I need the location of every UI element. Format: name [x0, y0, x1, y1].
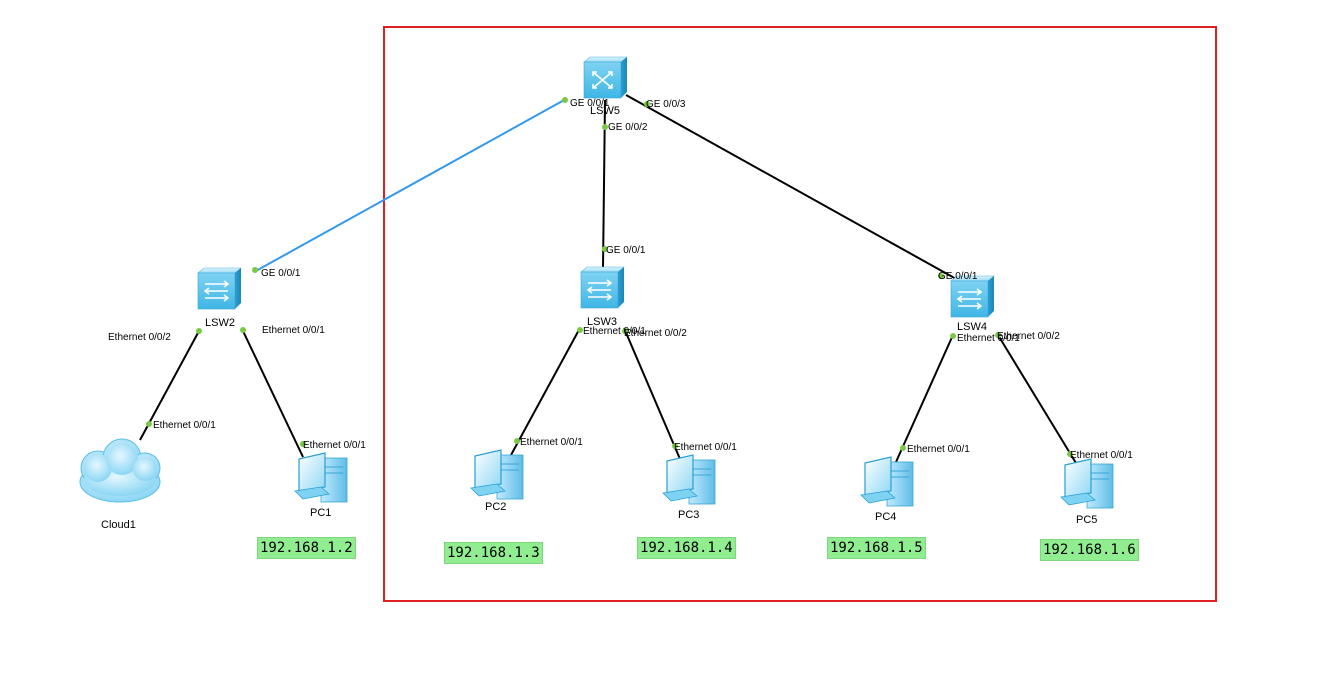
port-label: Ethernet 0/0/1 [907, 444, 970, 455]
port-label: Ethernet 0/0/1 [520, 437, 583, 448]
port-label: GE 0/0/3 [646, 99, 686, 110]
core-switch-icon [592, 71, 613, 89]
pc-icon [470, 449, 524, 500]
pc-pc4[interactable] [860, 456, 914, 507]
switch-lsw3[interactable] [580, 266, 625, 309]
cloud-cloud1[interactable] [79, 438, 161, 503]
pc-pc3[interactable] [662, 454, 716, 505]
pc-icon [294, 452, 348, 503]
port-label: GE 0/0/1 [938, 271, 978, 282]
device-label-pc3: PC3 [678, 509, 699, 521]
switch-lsw4[interactable] [950, 275, 995, 318]
port-label: Ethernet 0/0/1 [957, 333, 1020, 344]
port-label: Ethernet 0/0/1 [153, 420, 216, 431]
pc-pc2[interactable] [470, 449, 524, 500]
device-label-pc4: PC4 [875, 511, 896, 523]
ip-label-pc5: 192.168.1.6 [1040, 539, 1139, 561]
device-label-pc1: PC1 [310, 507, 331, 519]
switch-lsw5[interactable] [583, 56, 628, 99]
device-label-pc2: PC2 [485, 501, 506, 513]
highlight-box [383, 26, 1217, 602]
device-label-cloud1: Cloud1 [101, 519, 136, 531]
ip-label-pc4: 192.168.1.5 [827, 537, 926, 559]
port-dots [146, 97, 1073, 457]
port-label: Ethernet 0/0/2 [624, 328, 687, 339]
link-lsw3-pc3[interactable] [623, 327, 681, 460]
pc-pc1[interactable] [294, 452, 348, 503]
link-lsw5-lsw2[interactable] [253, 98, 567, 273]
port-label: Ethernet 0/0/1 [262, 325, 325, 336]
device-label-pc5: PC5 [1076, 514, 1097, 526]
ip-label-pc2: 192.168.1.3 [444, 542, 543, 564]
ip-label-pc3: 192.168.1.4 [637, 537, 736, 559]
port-label: Ethernet 0/0/1 [303, 440, 366, 451]
switch-icon [586, 279, 613, 301]
port-label: GE 0/0/1 [606, 245, 646, 256]
port-label: Ethernet 0/0/1 [1070, 450, 1133, 461]
ip-label-pc1: 192.168.1.2 [257, 537, 356, 559]
device-label-lsw4: LSW4 [957, 321, 987, 333]
switch-lsw2[interactable] [197, 267, 242, 310]
port-label: Ethernet 0/0/2 [108, 332, 171, 343]
pc-icon [1060, 458, 1114, 509]
port-label: GE 0/0/1 [570, 98, 610, 109]
device-label-lsw2: LSW2 [205, 317, 235, 329]
port-label: Ethernet 0/0/2 [997, 331, 1060, 342]
link-lsw3-pc2[interactable] [510, 327, 581, 456]
port-label: Ethernet 0/0/1 [583, 326, 646, 337]
port-labels: GE 0/0/1 GE 0/0/3 GE 0/0/2 GE 0/0/1 GE 0… [108, 98, 1133, 461]
switch-icon [203, 280, 230, 302]
link-lsw5-lsw4[interactable] [625, 94, 959, 281]
pc-pc5[interactable] [1060, 458, 1114, 509]
port-label: Ethernet 0/0/1 [674, 442, 737, 453]
pc-icon [662, 454, 716, 505]
device-label-lsw3: LSW3 [587, 316, 617, 328]
switch-icon [956, 288, 983, 310]
port-label: GE 0/0/1 [261, 268, 301, 279]
device-label-lsw5: LSW5 [590, 105, 620, 117]
link-lsw4-pc5[interactable] [997, 334, 1077, 464]
link-lsw4-pc4[interactable] [895, 334, 954, 463]
port-label: GE 0/0/2 [608, 122, 648, 133]
pc-icon [860, 456, 914, 507]
link-lsw2-pc1[interactable] [242, 330, 304, 458]
